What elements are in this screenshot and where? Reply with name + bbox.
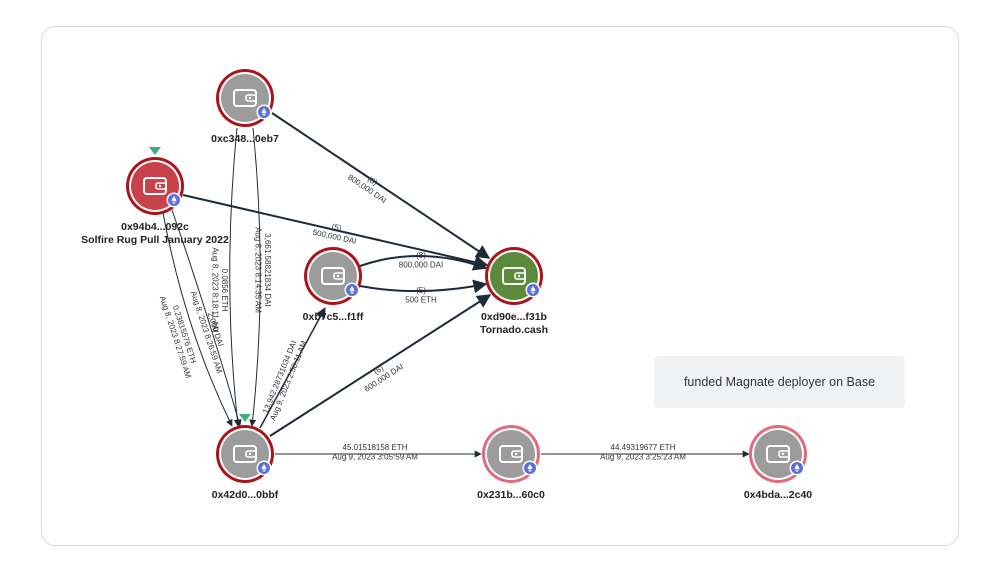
annotation-note: funded Magnate deployer on Base — [654, 356, 905, 408]
node-tag: Tornado.cash — [480, 324, 548, 336]
edge-label-line: 600,000 DAI — [363, 362, 405, 394]
node-n1[interactable]: 0xc348...0eb7 — [211, 69, 279, 145]
node-tag: Solfire Rug Pull January 2022 — [81, 234, 229, 246]
node-address: 0x231b...60c0 — [477, 489, 545, 501]
node-n7[interactable]: 0x4bda...2c40 — [744, 425, 812, 501]
node-address: 0x4bda...2c40 — [744, 489, 812, 501]
edge-e5[interactable] — [269, 294, 492, 437]
edge-label-line: Aug 8, 2023 8:18:11 AM — [211, 247, 220, 333]
edge-e4[interactable] — [359, 279, 488, 294]
edge-e10[interactable] — [259, 307, 326, 429]
edge-label-e9: 3,661.58821834 DAIAug 8, 2023 8:14:35 AM — [254, 227, 273, 313]
node-address: 0x94b4...092c — [121, 221, 189, 233]
edge-label-line: Aug 9, 2023 3:25:23 AM — [600, 453, 686, 462]
edge-label-line: 45.01518158 ETH — [343, 443, 408, 452]
wallet-icon — [233, 89, 257, 107]
edge-label-line: (8) — [416, 251, 426, 260]
edge-label-line: Aug 8, 2023 8:14:35 AM — [254, 227, 263, 313]
ethereum-icon — [789, 460, 805, 476]
edge-label-line: (5) — [416, 286, 426, 295]
edge-label-e2: (5)500,000 DAI — [312, 219, 359, 246]
edge-label-line: 3,661.58821834 DAI — [263, 233, 272, 306]
node-address: 0xc348...0eb7 — [211, 133, 279, 145]
ethereum-icon — [522, 460, 538, 476]
wallet-icon — [233, 445, 257, 463]
selected-marker-icon — [239, 414, 251, 422]
node-address: 0xb7c5...f1ff — [303, 311, 364, 323]
edge-label-e8: 0.0856 ETHAug 8, 2023 8:18:11 AM — [211, 247, 230, 333]
edge-e8[interactable] — [229, 127, 241, 427]
edge-e1[interactable] — [271, 112, 491, 259]
node-address: 0xd90e...f31b — [481, 311, 547, 323]
ethereum-icon — [525, 282, 541, 298]
edge-label-line: 0.0856 ETH — [220, 269, 229, 312]
edge-label-e4: (5)500 ETH — [405, 286, 437, 305]
edge-e6[interactable] — [162, 212, 233, 427]
edge-label-line: Aug 9, 2023 3:05:59 AM — [332, 453, 418, 462]
edge-label-e10: 13,942.28731034 DAIAug 9, 2023 2:58:11 A… — [260, 336, 309, 422]
node-n6[interactable]: 0x231b...60c0 — [477, 425, 545, 501]
ethereum-icon — [344, 282, 360, 298]
ethereum-icon — [166, 192, 182, 208]
edge-e2[interactable] — [182, 194, 489, 269]
wallet-icon — [499, 445, 523, 463]
edge-label-line: 500 ETH — [405, 296, 437, 305]
node-address: 0x42d0...0bbf — [212, 489, 279, 501]
edge-label-e1: (8)800,000 DAI — [346, 165, 393, 205]
edge-e9[interactable] — [249, 127, 261, 427]
wallet-icon — [766, 445, 790, 463]
wallet-icon — [502, 267, 526, 285]
wallet-icon — [143, 177, 167, 195]
selected-marker-icon — [149, 147, 161, 155]
edge-e7[interactable] — [171, 209, 242, 427]
edge-label-e5: (6)600,000 DAI — [358, 354, 405, 394]
edge-label-line: 44.49319677 ETH — [611, 443, 676, 452]
edge-e3[interactable] — [359, 255, 488, 271]
wallet-icon — [321, 267, 345, 285]
edge-label-line: (5) — [331, 222, 343, 233]
annotation-note-text: funded Magnate deployer on Base — [683, 375, 876, 389]
ethereum-icon — [256, 104, 272, 120]
edge-label-e3: (8)800,000 DAI — [399, 251, 443, 270]
ethereum-icon — [256, 460, 272, 476]
node-n3[interactable]: 0xb7c5...f1ff — [303, 247, 364, 323]
edge-label-line: 800,000 DAI — [399, 261, 443, 270]
node-n5[interactable]: 0x42d0...0bbf — [212, 414, 279, 501]
